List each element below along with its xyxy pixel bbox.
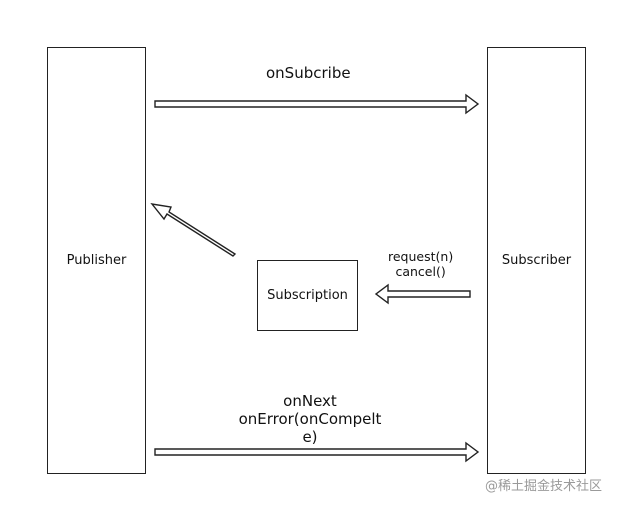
cancel-line: cancel() bbox=[395, 264, 446, 279]
subscription-to-publisher-arrow bbox=[150, 203, 237, 257]
request-arrow bbox=[374, 283, 471, 305]
on-error-line: onError(onCompelt bbox=[238, 410, 382, 428]
on-complete-line: e) bbox=[302, 428, 318, 446]
subscriber-node: Subscriber bbox=[487, 47, 586, 474]
publisher-label: Publisher bbox=[66, 253, 127, 268]
request-line: request(n) bbox=[388, 249, 454, 264]
request-label: request(n) cancel() bbox=[388, 249, 453, 279]
on-next-label: onNext onError(onCompelt e) bbox=[230, 392, 390, 446]
on-next-arrow bbox=[154, 441, 480, 463]
subscription-node: Subscription bbox=[257, 260, 358, 331]
subscription-label: Subscription bbox=[267, 288, 348, 303]
on-subscribe-arrow bbox=[154, 93, 480, 115]
subscriber-label: Subscriber bbox=[501, 253, 572, 268]
on-next-line: onNext bbox=[283, 392, 337, 410]
on-subscribe-label: onSubcribe bbox=[266, 64, 351, 82]
watermark: @稀土掘金技术社区 bbox=[485, 479, 603, 494]
publisher-node: Publisher bbox=[47, 47, 146, 474]
